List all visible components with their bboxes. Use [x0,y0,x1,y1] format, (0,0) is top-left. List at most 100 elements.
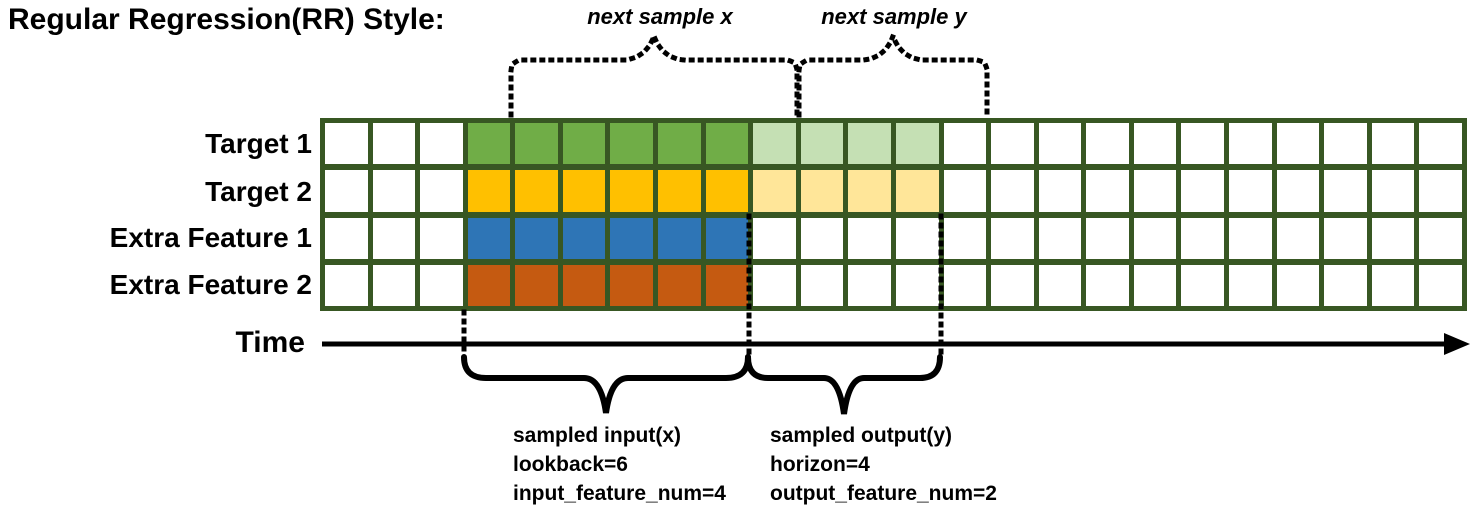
grid-cell [991,123,1034,165]
grid-cell [372,170,416,212]
next-sample-y-brace [796,28,990,118]
grid-cell [1229,123,1272,165]
sampled-output-caption: sampled output(y) horizon=4 output_featu… [770,421,997,508]
grid-cell [1229,217,1272,259]
grid-cell [1419,264,1462,306]
grid-cell [467,123,511,165]
grid-cell [325,264,368,306]
grid-cell [1038,217,1082,259]
grid-cell [1133,123,1177,165]
horizon-value: horizon=4 [770,453,870,476]
grid-cell [800,123,844,165]
grid-cell [1229,264,1272,306]
next-sample-y-label: next sample y [821,4,967,29]
grid-cell [1038,123,1082,165]
grid-cell [562,264,606,306]
grid-cell [325,123,368,165]
grid-cell [467,217,511,259]
grid-cell [943,170,987,212]
grid-cell [1086,170,1129,212]
grid-cell [515,170,558,212]
grid-cell [658,264,701,306]
grid-cell [1276,264,1320,306]
grid-cell [895,123,939,165]
row-label-target-1: Target 1 [205,128,312,159]
grid-cell [1419,217,1462,259]
grid-cell [895,170,939,212]
grid-cell [895,217,939,259]
grid-cell [515,217,558,259]
grid-cell [420,217,463,259]
row-label-extra-feature-2: Extra Feature 2 [109,269,312,300]
grid-cell [658,170,701,212]
grid-cell [753,123,796,165]
grid-cell [943,217,987,259]
grid-cell [991,264,1034,306]
grid-cell [325,217,368,259]
grid-cell [1419,123,1462,165]
grid-cell [372,123,416,165]
sampled-output-brace [745,354,943,415]
sampled-input-brace [461,354,751,414]
grid-cell [1133,170,1177,212]
page-title: Regular Regression(RR) Style: [8,3,445,36]
grid-cell [325,170,368,212]
grid-cell [800,170,844,212]
grid-cell [658,123,701,165]
grid-cell [1229,170,1272,212]
next-sample-x-label: next sample x [587,4,733,29]
grid-cell [1371,170,1415,212]
grid-cell [1276,170,1320,212]
grid-cell [1038,170,1082,212]
grid-cell [1086,123,1129,165]
grid-cell [1324,217,1367,259]
grid-cell [848,170,891,212]
sampled-input-title: sampled input(x) [513,424,682,447]
grid-cell [372,264,416,306]
grid-cell [1324,170,1367,212]
sample-grid [320,118,1467,311]
grid-cell [562,123,606,165]
grid-cell [658,217,701,259]
grid-cell [753,217,796,259]
row-label-extra-feature-1: Extra Feature 1 [109,222,312,253]
grid-cell [467,170,511,212]
grid-cell [1086,264,1129,306]
grid-cell [753,264,796,306]
grid-cell [1371,123,1415,165]
grid-cell [753,170,796,212]
grid-cell [848,123,891,165]
input-feature-num: input_feature_num=4 [513,482,726,505]
grid-cell [562,217,606,259]
grid-cell [1276,123,1320,165]
next-sample-x-brace [508,28,800,118]
grid-cell [1133,217,1177,259]
output-feature-num: output_feature_num=2 [770,482,997,505]
grid-cell [1181,264,1225,306]
sampled-output-title: sampled output(y) [770,424,952,447]
grid-cell [610,123,654,165]
grid-cell [705,217,749,259]
grid-cell [1181,170,1225,212]
grid-cell [705,170,749,212]
grid-cell [1324,264,1367,306]
grid-cell [1181,123,1225,165]
grid-cell [610,264,654,306]
grid-cell [800,217,844,259]
grid-cell [372,217,416,259]
grid-cell [1133,264,1177,306]
grid-cell [1038,264,1082,306]
grid-cell [705,264,749,306]
grid-cell [1276,217,1320,259]
grid-cell [943,123,987,165]
grid-cell [800,264,844,306]
grid-cell [1371,264,1415,306]
grid-cell [1324,123,1367,165]
grid-cell [1371,217,1415,259]
grid-cell [991,170,1034,212]
grid-cell [562,170,606,212]
grid-cell [610,170,654,212]
grid-cell [895,264,939,306]
time-axis-label: Time [235,326,305,359]
